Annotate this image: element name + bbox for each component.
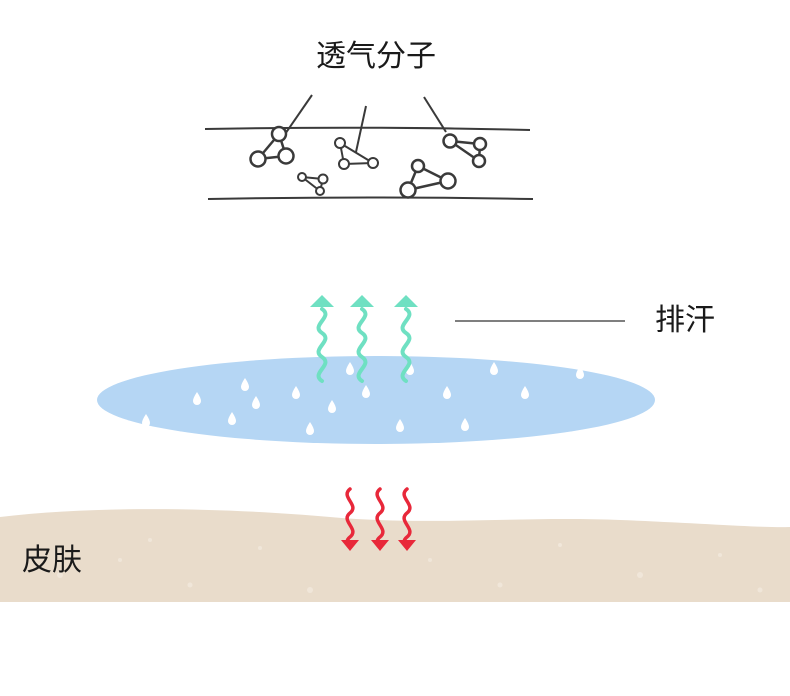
skin-label: 皮肤: [22, 543, 82, 578]
molecule-icon: [297, 172, 329, 196]
fabric-bottom-line: [207, 196, 534, 200]
arrowheads-up: [310, 295, 418, 307]
molecule-icon: [334, 137, 379, 170]
skin-texture: [57, 538, 763, 593]
fabric-layer: [204, 94, 534, 200]
sweat-pool: [97, 356, 655, 444]
wavy-up-arrow-icon: [316, 307, 412, 383]
molecule-icon: [442, 133, 488, 169]
molecule-icon: [399, 158, 457, 199]
pointer-line-middle: [355, 105, 367, 153]
sweat-wicking-label: 排汗: [655, 303, 715, 338]
arrowheads-down: [341, 540, 416, 551]
molecule-icon: [249, 125, 295, 168]
water-droplet-icon: [142, 362, 584, 435]
fabric-top-line: [204, 126, 531, 131]
pointer-line-right: [423, 96, 447, 133]
skin-layer: [0, 509, 790, 602]
breathable-molecules-label: 透气分子: [316, 39, 436, 74]
sweat-layer: [97, 356, 655, 444]
pointer-line-left: [282, 94, 313, 138]
